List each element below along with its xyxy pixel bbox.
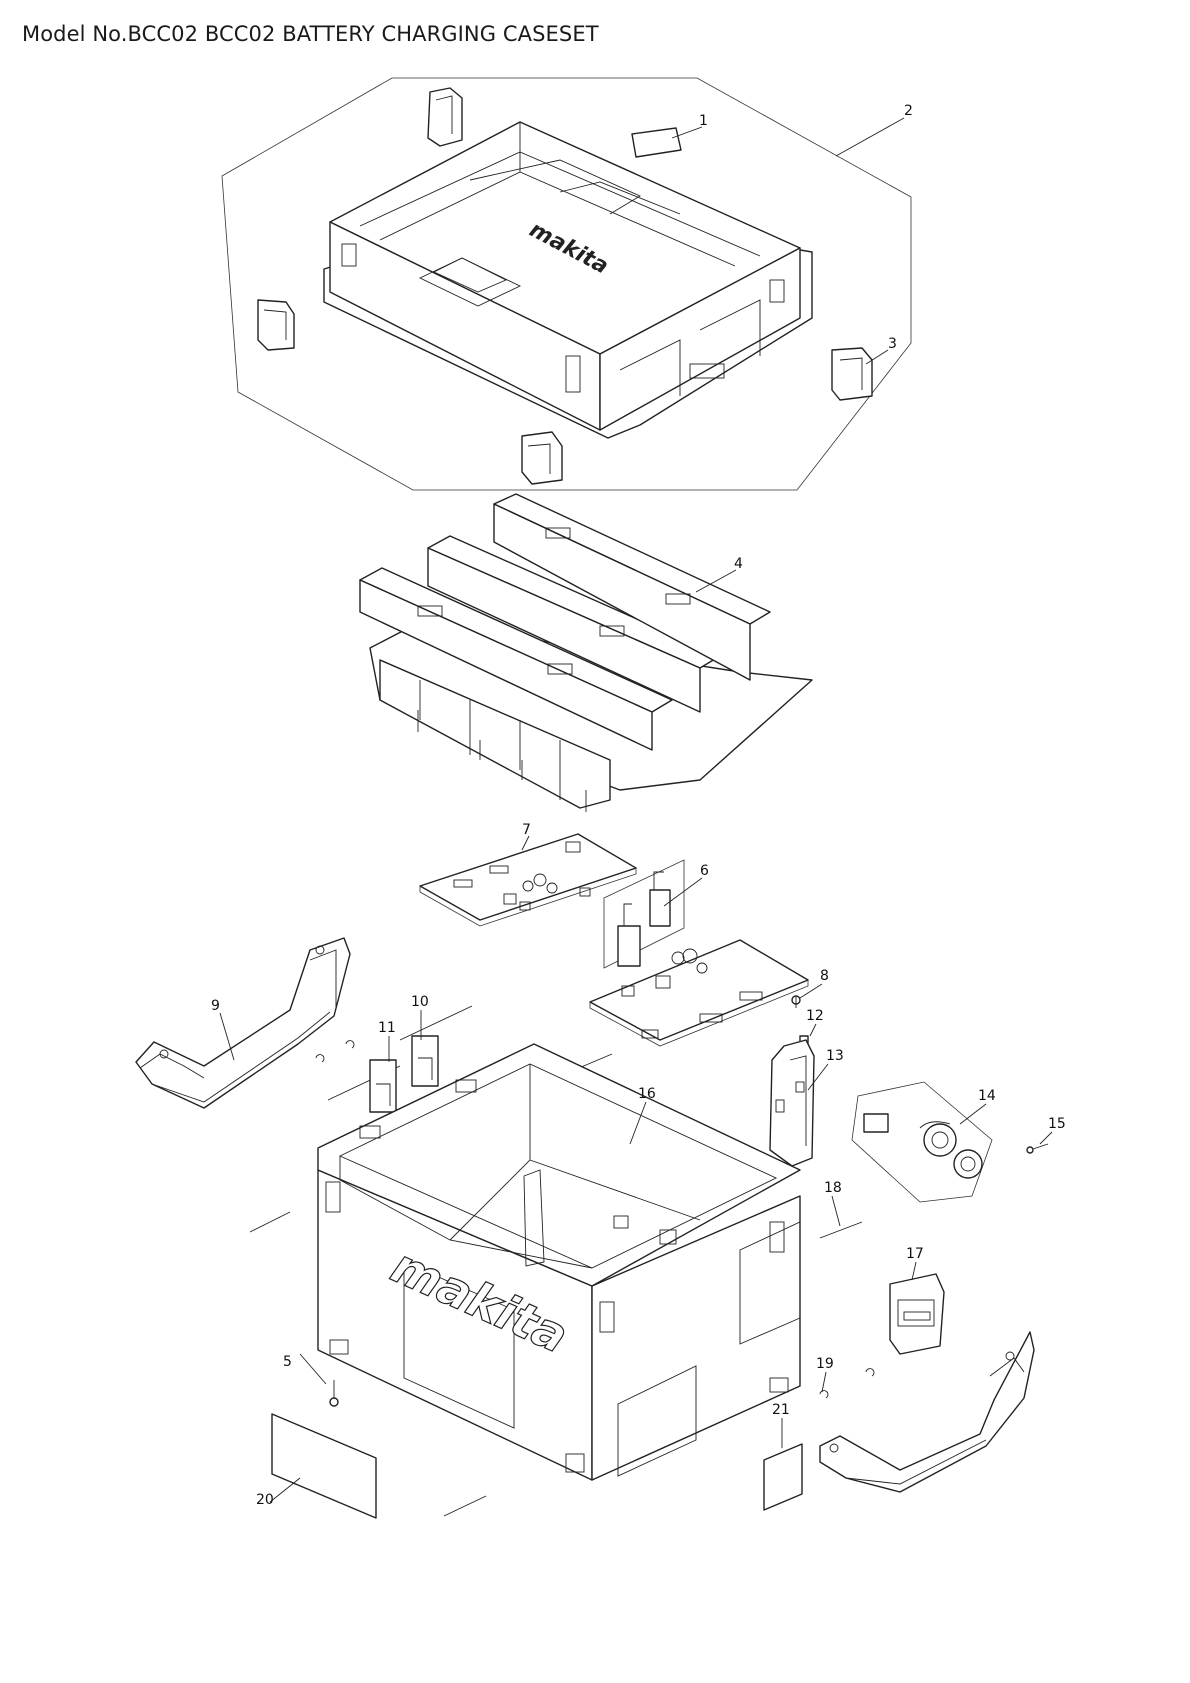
page-title: Model No.BCC02 BCC02 BATTERY CHARGING CA… [22, 22, 599, 46]
callout-1: 1 [699, 113, 708, 129]
tray-divider-1 [359, 567, 673, 751]
callout-12: 12 [806, 1008, 824, 1024]
pin-left-upper [249, 1211, 291, 1233]
callout-8: 8 [820, 968, 829, 984]
callout-9: 9 [211, 998, 220, 1014]
part-5-screw [329, 1380, 339, 1407]
callout-10: 10 [411, 994, 429, 1010]
clip-b [345, 1040, 355, 1049]
part-3-latch-top [427, 87, 463, 147]
callout-labels: 1 2 3 4 5 6 7 8 9 10 11 12 13 14 15 16 1… [211, 103, 1066, 1508]
callout-2: 2 [904, 103, 913, 119]
callout-17: 17 [906, 1246, 924, 1262]
callout-15: 15 [1048, 1116, 1066, 1132]
part-3-latch-right [831, 347, 873, 401]
callout-19: 19 [816, 1356, 834, 1372]
part-7-pcb [419, 833, 637, 927]
right-handle [819, 1331, 1035, 1493]
part-9-left-handle [135, 937, 351, 1109]
part-20-label [271, 1413, 377, 1519]
callout-20: 20 [256, 1492, 274, 1508]
tray-divider-2 [427, 535, 721, 713]
callout-18: 18 [824, 1180, 842, 1196]
lid-group-outline [221, 77, 912, 491]
part-8-screw [791, 995, 801, 1008]
part-10-hinge [411, 1035, 439, 1087]
callout-6: 6 [700, 863, 709, 879]
part-21-label [763, 1443, 803, 1511]
callout-5: 5 [283, 1354, 292, 1370]
clip-a [315, 1054, 325, 1063]
part-3-latch-bottom [521, 431, 563, 485]
part-3-latch-left [257, 299, 295, 351]
leader-lines [219, 117, 1053, 1503]
callout-4: 4 [734, 556, 743, 572]
callout-16: 16 [638, 1086, 656, 1102]
part-19-clip [819, 1368, 875, 1399]
callout-13: 13 [826, 1048, 844, 1064]
part-4-battery-tray [359, 493, 813, 812]
part-15-screw [1026, 1143, 1049, 1154]
pin-10 [399, 1005, 473, 1041]
part-14-socket-assembly [851, 1081, 993, 1203]
tray-divider-3 [493, 493, 771, 681]
part-17-latch-buckle [889, 1273, 945, 1355]
part-18-pin [819, 1221, 863, 1239]
part-6-connectors [603, 859, 685, 969]
callout-11: 11 [378, 1020, 396, 1036]
part-11-hinge [369, 1059, 397, 1113]
part-1-label-plate [631, 127, 682, 158]
part-2-case-lid: makita [323, 121, 813, 439]
callout-14: 14 [978, 1088, 996, 1104]
callout-7: 7 [522, 822, 531, 838]
callout-21: 21 [772, 1402, 790, 1418]
pin-bottom [443, 1495, 487, 1517]
part-13-side-bracket [769, 1039, 815, 1167]
callout-3: 3 [888, 336, 897, 352]
lower-pcb [589, 939, 809, 1047]
part-16-main-case: makita [317, 1043, 801, 1481]
